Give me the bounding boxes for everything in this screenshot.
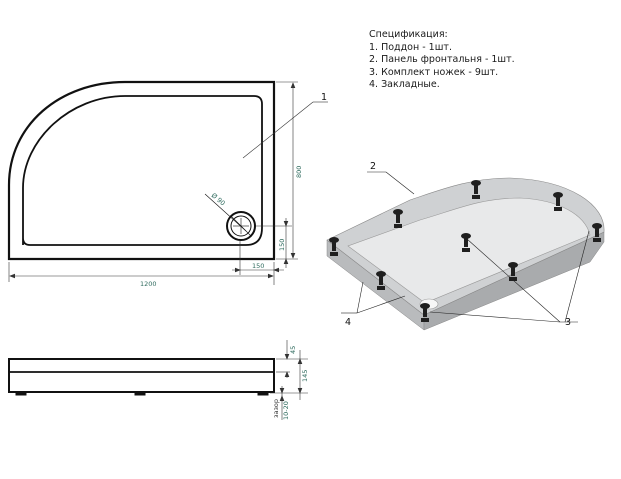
side-dimensions — [270, 340, 308, 420]
spec-item: 1. Поддон - 1шт. — [369, 41, 452, 53]
dim-panel-height-label: 45 — [289, 346, 297, 354]
spec-item: 4. Закладные. — [369, 79, 440, 91]
tray-outline — [7, 80, 276, 261]
dim-drain-diameter-label: Ø 90 — [210, 191, 227, 207]
spec-item: 2. Панель фронтальня - 1шт. — [369, 54, 515, 66]
callout-3: 3 — [565, 317, 571, 328]
tray-inner-outline — [22, 95, 263, 246]
dim-drain-y-label: 150 — [278, 239, 286, 251]
leg-8 — [376, 271, 386, 290]
leg-9 — [420, 303, 430, 322]
side-outline — [8, 358, 275, 393]
leg-right — [257, 391, 269, 396]
leg-6 — [461, 233, 471, 252]
drain-outer — [226, 211, 256, 241]
leg-left — [15, 391, 27, 396]
leg-3 — [471, 180, 481, 199]
dim-width-label: 1200 — [140, 280, 157, 288]
callout-4: 4 — [345, 317, 351, 328]
specification-list: Спецификация: 1. Поддон - 1шт. 2. Панель… — [369, 29, 515, 92]
iso-legs — [329, 180, 602, 322]
callout-1: 1 — [321, 92, 327, 103]
leg-5 — [592, 223, 602, 242]
leg-1 — [329, 237, 339, 256]
dim-drain-x-label: 150 — [252, 262, 264, 270]
drain-inner — [230, 215, 252, 237]
plan-dimensions — [8, 81, 328, 285]
dim-depth-label: 800 — [295, 166, 303, 178]
leg-2 — [393, 209, 403, 228]
dim-leg-gap-label: 10-20 — [282, 401, 290, 420]
callout-2: 2 — [370, 161, 376, 172]
iso-view — [326, 171, 605, 331]
leg-7 — [508, 262, 518, 281]
spec-item: 3. Комплект ножек - 9шт. — [369, 66, 499, 78]
dim-total-height-label: 145 — [301, 370, 309, 382]
plan-view — [7, 80, 276, 261]
side-view — [8, 358, 275, 396]
leg-middle — [134, 391, 146, 396]
leg-4 — [553, 192, 563, 211]
dim-leg-gap-prefix: зазор — [272, 399, 280, 418]
spec-title: Спецификация: — [369, 29, 448, 40]
